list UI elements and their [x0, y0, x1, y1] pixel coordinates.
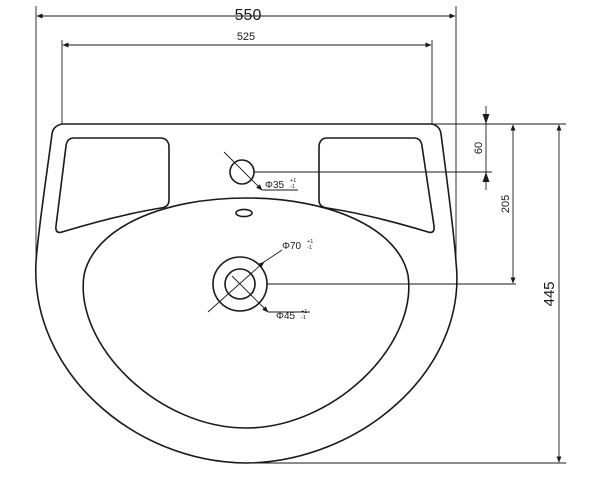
- bowl-outline: [82, 197, 410, 429]
- drain-inner-ring: [224, 268, 256, 300]
- label-drain-outer-tol-minus: -1: [307, 245, 312, 251]
- label-inner-width: 525: [237, 31, 255, 43]
- tap-hole-diameter-leader: [223, 151, 263, 191]
- label-drain-outer-tol-plus: +1: [307, 239, 313, 245]
- overflow-slot: [235, 208, 253, 218]
- left-soap-recess: [55, 137, 170, 234]
- drain-outer-diameter-leader: [207, 261, 265, 313]
- label-overall-width: 550: [235, 7, 262, 24]
- label-tap-hole-offset: 60: [473, 142, 485, 154]
- label-drain-inner-tol-plus: +1: [301, 309, 307, 315]
- tap-hole: [229, 159, 255, 185]
- drain-inner-diameter-leader: [231, 275, 269, 313]
- label-tap-hole-diameter: Φ35: [265, 180, 285, 191]
- label-overall-depth: 445: [541, 281, 558, 306]
- drain-outer-label-underline: [263, 249, 283, 263]
- right-soap-recess: [318, 137, 435, 234]
- label-drain-inner-diameter: Φ45: [276, 311, 296, 322]
- label-tap-hole-tol-minus: -1: [290, 184, 295, 190]
- dimension-arrow-60-top: [482, 114, 490, 124]
- label-drain-inner-tol-minus: -1: [301, 315, 306, 321]
- dimension-arrow-60-bottom: [482, 172, 490, 182]
- label-tap-hole-tol-plus: +1: [290, 178, 296, 184]
- label-drain-outer-diameter: Φ70: [282, 241, 302, 252]
- label-drain-offset: 205: [500, 195, 512, 213]
